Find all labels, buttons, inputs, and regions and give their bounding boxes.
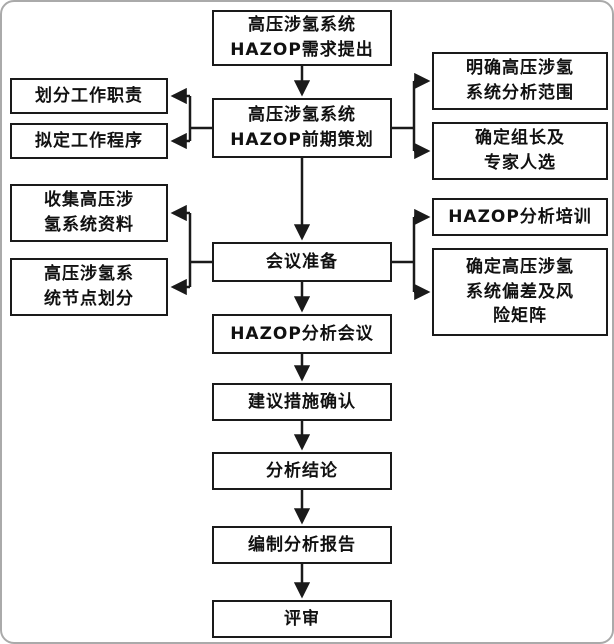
flow-box-analysis-scope: 明确高压涉氢 系统分析范围 bbox=[432, 52, 608, 110]
flow-box-measures-confirmation: 建议措施确认 bbox=[212, 383, 392, 421]
flow-box-deviation-risk-matrix: 确定高压涉氢 系统偏差及风 险矩阵 bbox=[432, 248, 608, 336]
flow-box-meeting-preparation: 会议准备 bbox=[212, 242, 392, 282]
flow-box-divide-responsibilities: 划分工作职责 bbox=[10, 78, 168, 114]
flow-box-draft-procedures: 拟定工作程序 bbox=[10, 123, 168, 159]
flow-box-hazop-training: HAZOP分析培训 bbox=[432, 198, 608, 236]
flow-box-hazop-meeting: HAZOP分析会议 bbox=[212, 314, 392, 354]
flow-box-hazop-planning: 高压涉氢系统 HAZOP前期策划 bbox=[212, 98, 392, 158]
flow-box-hazop-requirement: 高压涉氢系统 HAZOP需求提出 bbox=[212, 10, 392, 66]
flow-box-review: 评审 bbox=[212, 600, 392, 638]
flow-box-analysis-conclusion: 分析结论 bbox=[212, 452, 392, 490]
flow-box-collect-system-data: 收集高压涉 氢系统资料 bbox=[10, 184, 168, 242]
flow-box-analysis-report: 编制分析报告 bbox=[212, 526, 392, 564]
flow-box-leader-and-experts: 确定组长及 专家人选 bbox=[432, 122, 608, 180]
flow-box-node-division: 高压涉氢系 统节点划分 bbox=[10, 258, 168, 316]
